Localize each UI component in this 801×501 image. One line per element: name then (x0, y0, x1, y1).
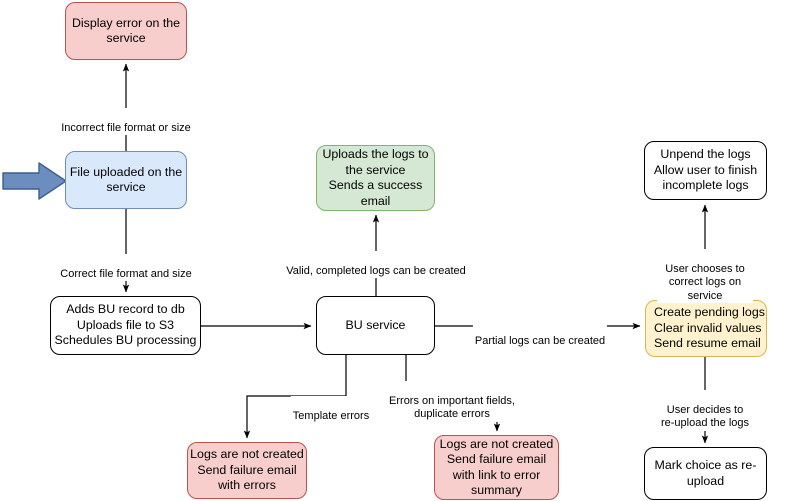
node-label: Unpend the logs Allow user to finish inc… (653, 147, 758, 193)
node-unpend-logs[interactable]: Unpend the logs Allow user to finish inc… (644, 141, 767, 200)
node-label: Display error on the service (71, 15, 181, 46)
edge-label-text: Template errors (292, 409, 370, 422)
node-label: Mark choice as re- upload (654, 458, 757, 488)
edge-label-text: Incorrect file format or size (61, 121, 191, 134)
edge-label-text: Correct file format and size (60, 267, 192, 280)
node-uploads-logs[interactable]: Uploads the logs to the service Sends a … (316, 145, 435, 211)
node-bu-service[interactable]: BU service (316, 296, 435, 355)
edge-label-user-chooses-correct: User chooses to correct logs on service (657, 249, 753, 303)
node-logs-not-created-template[interactable]: Logs are not created Send failure email … (187, 442, 307, 499)
edge-label-correct-format: Correct file format and size (58, 254, 194, 281)
node-label: Adds BU record to db Uploads file to S3 … (54, 302, 197, 348)
edge-label-template-errors: Template errors (290, 396, 372, 423)
edge-label-text: User chooses to correct logs on service (665, 262, 745, 302)
node-label: Logs are not created Send failure email … (190, 447, 304, 493)
node-create-pending-logs[interactable]: Create pending logs Clear invalid values… (645, 300, 767, 357)
edge-label-text: User decides to re-upload the logs (660, 403, 750, 430)
node-label: Create pending logs Clear invalid values… (654, 305, 765, 351)
node-label: File uploaded on the service (69, 164, 183, 195)
edge-label-partial-logs: Partial logs can be created (472, 321, 608, 348)
edge-label-incorrect-format: Incorrect file format or size (59, 108, 193, 135)
node-mark-choice[interactable]: Mark choice as re- upload (644, 447, 767, 500)
edge-label-user-decides-reupload: User decides to re-upload the logs (657, 390, 753, 431)
edge-label-valid-completed: Valid, completed logs can be created (284, 251, 468, 278)
node-label: Uploads the logs to the service Sends a … (322, 147, 429, 208)
node-file-uploaded[interactable]: File uploaded on the service (65, 151, 187, 209)
edge-label-errors-important-fields: Errors on important fields, duplicate er… (387, 381, 517, 422)
edge-label-text: Valid, completed logs can be created (286, 264, 466, 277)
edge-label-text: Partial logs can be created (474, 334, 606, 347)
node-adds-bu-record[interactable]: Adds BU record to db Uploads file to S3 … (50, 296, 201, 355)
node-label: Logs are not created Send failure email … (439, 436, 554, 498)
node-label: BU service (345, 317, 406, 332)
node-display-error[interactable]: Display error on the service (65, 2, 187, 60)
external-input-arrow (2, 162, 67, 200)
edge-label-text: Errors on important fields, duplicate er… (389, 394, 515, 421)
node-logs-not-created-summary[interactable]: Logs are not created Send failure email … (434, 435, 559, 500)
